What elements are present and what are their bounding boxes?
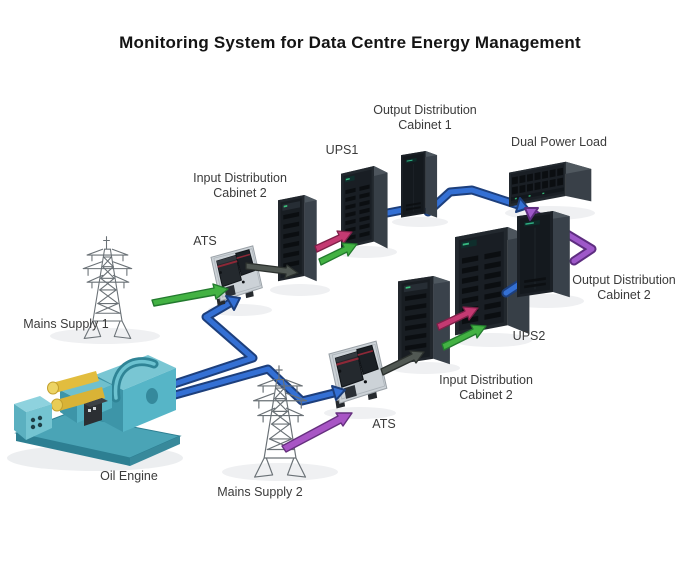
arrow-mains1-to-ats1 [151,283,229,307]
label-ats-top: ATS [193,234,217,248]
label-ats-bottom: ATS [372,417,396,431]
arrow-ats1-to-input-cabinet [245,262,299,279]
output-distribution-cabinet-1-device [401,150,438,218]
label-oil-engine: Oil Engine [100,469,158,483]
pipe-oil-engine-to-ats2 [145,364,339,407]
label-output-distribution-cabinet-1: Output Distribution Cabinet 1 [373,103,477,132]
label-input-distribution-cabinet-top: Input Distribution Cabinet 2 [193,171,287,200]
arrowhead-oil-to-ats1 [225,295,241,311]
oil-engine-graphic [14,355,182,466]
arrow-mains2-to-ats2 [281,412,353,453]
input-distribution-cabinet-bottom-device [398,275,450,365]
arrow-input-to-ups2-magenta [436,306,479,331]
arrowhead-oil-to-ats2 [331,385,346,401]
page-title: Monitoring System for Data Centre Energy… [119,33,581,52]
label-ups1: UPS1 [325,143,359,157]
label-output-distribution-cabinet-2: Output Distribution Cabinet 2 [572,273,676,302]
label-dual-power-load: Dual Power Load [511,135,607,149]
arrow-input-to-ups1-magenta [314,230,353,253]
arrow-input-to-ups2-green [441,324,487,351]
label-ups2: UPS2 [512,329,546,343]
label-mains-supply-2: Mains Supply 2 [217,485,303,499]
arrow-input-to-ups1-green [318,242,358,266]
pipe-output-cabinet-1-to-dual-power-load [423,185,523,217]
arrow-ats2-to-input-cabinet [380,350,425,376]
label-mains-supply-1: Mains Supply 1 [23,317,109,331]
pipe-oil-engine-to-ats1 [151,298,258,395]
arrowhead-to-dual-load-purple [524,207,539,221]
label-input-distribution-cabinet-bottom: Input Distribution Cabinet 2 [439,373,533,402]
